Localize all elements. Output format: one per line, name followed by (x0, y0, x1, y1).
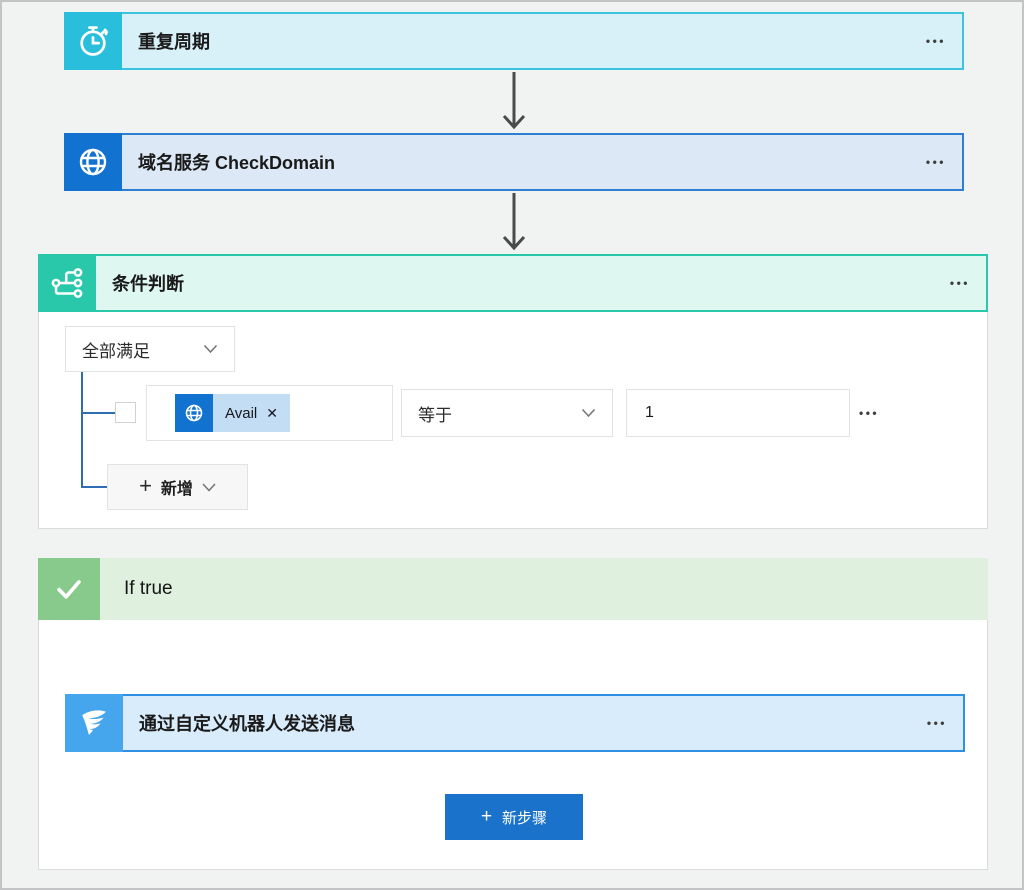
tree-connector-vertical (81, 372, 83, 488)
dynamic-content-chip[interactable]: Avail ✕ (175, 394, 290, 432)
tree-connector-branch (81, 486, 107, 488)
flow-arrow-icon (502, 72, 526, 130)
condition-title: 条件判断 (112, 274, 184, 294)
condition-mode-dropdown[interactable]: 全部满足 (65, 326, 235, 372)
step-card-send-message[interactable]: 通过自定义机器人发送消息 ••• (65, 694, 965, 752)
flow-arrow-icon (502, 193, 526, 251)
new-step-button[interactable]: + 新步骤 (445, 794, 583, 840)
step-title: 域名服务 CheckDomain (138, 153, 336, 173)
chip-body: Avail ✕ (213, 394, 290, 432)
ellipsis-menu-icon[interactable]: ••• (949, 276, 970, 290)
step-title: 通过自定义机器人发送消息 (139, 714, 355, 734)
condition-field-box[interactable]: Avail ✕ (146, 385, 393, 441)
plus-icon: + (480, 806, 493, 827)
condition-row-checkbox[interactable] (115, 402, 136, 423)
step-card-recurrence[interactable]: 重复周期 ••• (64, 12, 964, 70)
if-true-title: If true (124, 578, 173, 599)
step-title: 重复周期 (138, 32, 210, 52)
timer-icon (64, 12, 122, 70)
ellipsis-menu-icon[interactable]: ••• (925, 34, 946, 48)
condition-operator-value: 等于 (418, 405, 452, 425)
condition-operator-dropdown[interactable]: 等于 (401, 389, 613, 437)
condition-branch-icon (38, 254, 96, 312)
dingtalk-wing-icon (65, 694, 123, 752)
globe-icon (64, 133, 122, 191)
globe-icon (175, 394, 213, 432)
close-icon[interactable]: ✕ (266, 404, 278, 421)
step-card-checkdomain[interactable]: 域名服务 CheckDomain ••• (64, 133, 964, 191)
ellipsis-menu-icon[interactable]: ••• (926, 716, 947, 730)
condition-card-header[interactable]: 条件判断 ••• (38, 254, 988, 312)
condition-mode-value: 全部满足 (82, 341, 150, 361)
add-condition-button[interactable]: + 新增 (107, 464, 248, 510)
new-step-label: 新步骤 (502, 809, 548, 827)
ellipsis-menu-icon[interactable]: ••• (925, 155, 946, 169)
chip-label: Avail (225, 404, 258, 422)
condition-card-body: 全部满足 Avail ✕ (38, 312, 988, 529)
checkmark-icon (38, 558, 100, 620)
chevron-down-icon (203, 344, 218, 354)
tree-connector-branch (81, 412, 115, 414)
condition-value-input[interactable] (626, 389, 850, 437)
chevron-down-icon (581, 408, 596, 418)
if-true-branch-body: 通过自定义机器人发送消息 ••• + 新步骤 (38, 620, 988, 870)
add-condition-label: 新增 (160, 481, 193, 498)
ellipsis-menu-icon[interactable]: ••• (859, 406, 880, 420)
chevron-down-icon (202, 482, 216, 492)
if-true-branch-header[interactable]: If true (38, 558, 988, 620)
plus-icon: + (139, 473, 152, 498)
